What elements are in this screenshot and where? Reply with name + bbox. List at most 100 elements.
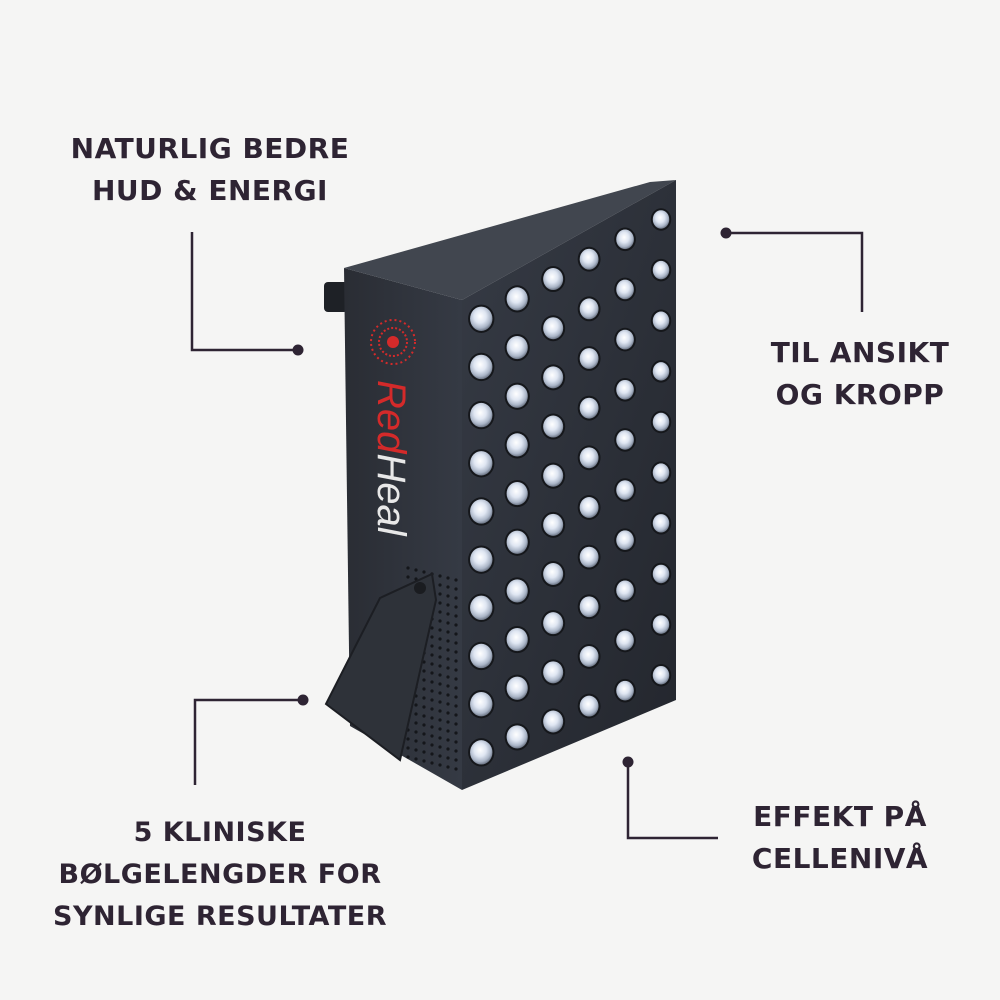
led-light — [616, 680, 634, 701]
vent-hole — [446, 603, 450, 607]
led-light — [652, 412, 670, 432]
power-knob — [324, 282, 348, 312]
vent-hole — [438, 718, 442, 722]
vent-hole — [438, 700, 442, 704]
led-light — [652, 615, 670, 634]
vent-hole — [454, 605, 458, 609]
vent-hole — [414, 739, 418, 743]
led-light — [470, 402, 493, 428]
connector-dot — [622, 756, 634, 768]
vent-hole — [438, 610, 442, 614]
vent-hole — [446, 666, 450, 670]
vent-hole — [454, 749, 458, 753]
vent-hole — [438, 745, 442, 749]
led-light — [652, 260, 670, 280]
vent-hole — [454, 587, 458, 591]
vent-hole — [446, 720, 450, 724]
callout-line: SYNLIGE RESULTATER — [53, 901, 387, 932]
led-light — [470, 306, 493, 331]
vent-hole — [406, 755, 410, 759]
led-light — [579, 596, 599, 618]
vent-hole — [414, 748, 418, 752]
vent-hole — [422, 570, 426, 574]
vent-hole — [454, 668, 458, 672]
led-light — [616, 480, 634, 500]
led-light — [506, 287, 528, 311]
vent-hole — [454, 695, 458, 699]
led-light — [543, 317, 564, 340]
vent-hole — [454, 767, 458, 771]
led-light — [470, 547, 493, 572]
led-light — [506, 384, 528, 408]
vent-hole — [422, 687, 426, 691]
vent-hole — [438, 646, 442, 650]
vent-hole — [446, 612, 450, 616]
vent-hole — [454, 686, 458, 690]
vent-hole — [446, 711, 450, 715]
callout-line: 5 KLINISKE — [133, 817, 307, 848]
vent-hole — [414, 721, 418, 725]
vent-hole — [454, 623, 458, 627]
led-light — [579, 248, 599, 270]
vent-hole — [438, 628, 442, 632]
vent-hole — [430, 716, 434, 720]
led-light — [616, 379, 634, 400]
led-light — [616, 430, 634, 450]
vent-hole — [438, 601, 442, 605]
vent-hole — [430, 761, 434, 765]
vent-hole — [430, 689, 434, 693]
vent-hole — [430, 752, 434, 756]
vent-hole — [446, 657, 450, 661]
connector-bottom-left — [193, 698, 303, 785]
led-light — [616, 229, 634, 250]
vent-hole — [438, 592, 442, 596]
vent-hole — [422, 714, 426, 718]
vent-hole — [422, 723, 426, 727]
vent-hole — [446, 693, 450, 697]
led-light — [579, 298, 599, 320]
vent-hole — [446, 702, 450, 706]
connector-dot — [720, 227, 732, 239]
vent-hole — [422, 696, 426, 700]
led-light — [652, 311, 670, 330]
brand-wordmark: RedHeal — [369, 380, 413, 537]
vent-hole — [454, 731, 458, 735]
vent-hole — [430, 653, 434, 657]
vent-hole — [430, 707, 434, 711]
vent-hole — [438, 673, 442, 677]
led-light — [616, 630, 634, 651]
vent-hole — [446, 594, 450, 598]
vent-hole — [454, 758, 458, 762]
led-light — [652, 665, 670, 685]
brand-wordmark-part2: Heal — [369, 453, 413, 536]
vent-hole — [438, 664, 442, 668]
led-light — [616, 279, 634, 300]
vent-hole — [438, 709, 442, 713]
vent-hole — [430, 671, 434, 675]
vent-hole — [422, 678, 426, 682]
led-light — [543, 415, 564, 438]
led-light — [579, 348, 599, 369]
vent-hole — [414, 568, 418, 572]
led-light — [470, 595, 493, 620]
vent-hole — [414, 577, 418, 581]
led-light — [616, 580, 634, 601]
vent-hole — [422, 732, 426, 736]
vent-hole — [422, 759, 426, 763]
brand-logo-icon — [370, 319, 416, 365]
vent-hole — [438, 574, 442, 578]
vent-hole — [406, 566, 410, 570]
led-light — [506, 530, 528, 554]
vent-hole — [446, 630, 450, 634]
vent-hole — [414, 730, 418, 734]
led-light — [652, 210, 670, 229]
led-light — [579, 497, 599, 518]
vent-hole — [446, 639, 450, 643]
led-light — [543, 563, 564, 586]
led-light — [579, 397, 599, 419]
vent-hole — [446, 648, 450, 652]
vent-hole — [438, 736, 442, 740]
vent-hole — [454, 659, 458, 663]
